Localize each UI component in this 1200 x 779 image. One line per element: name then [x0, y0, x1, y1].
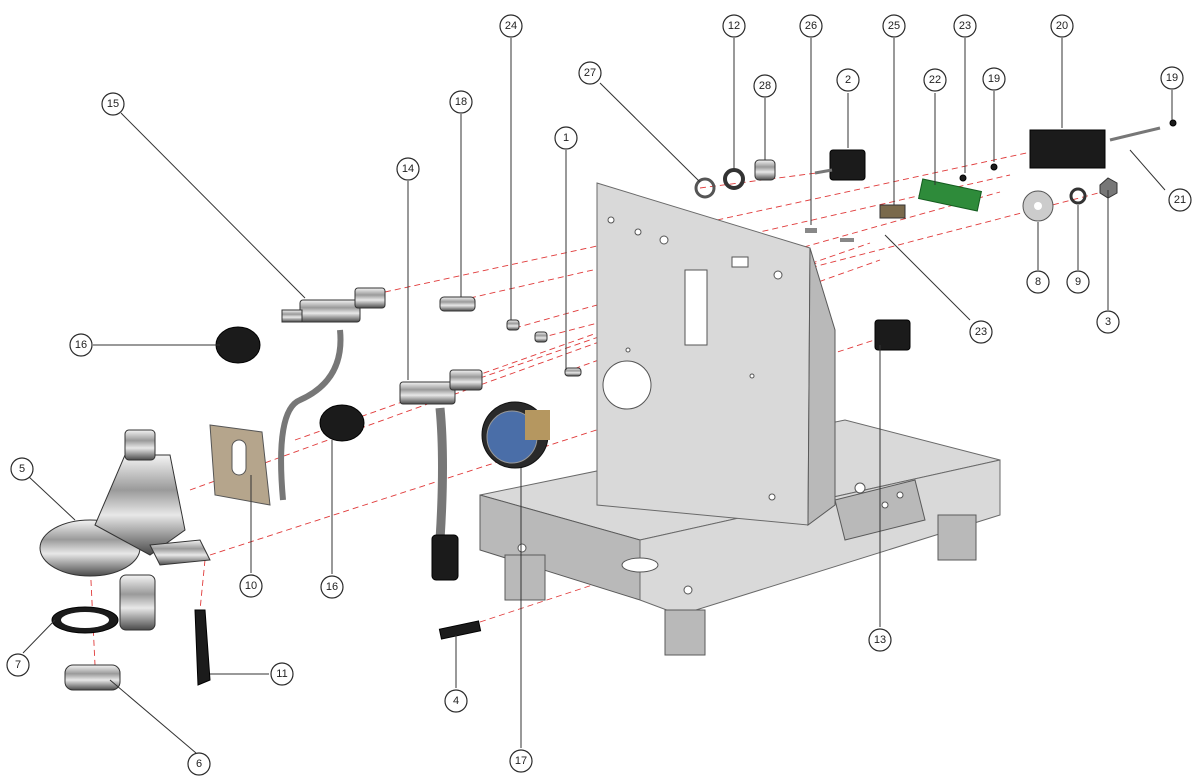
callout-2: 2	[836, 68, 860, 92]
callout-11: 11	[270, 662, 294, 686]
svg-text:5: 5	[19, 463, 25, 475]
svg-text:24: 24	[505, 20, 517, 32]
svg-text:14: 14	[402, 163, 414, 175]
leader-lines	[22, 38, 1173, 754]
svg-text:22: 22	[929, 74, 941, 86]
callout-22: 22	[923, 68, 947, 92]
svg-text:16: 16	[326, 581, 338, 593]
callout-10: 10	[239, 574, 263, 598]
callout-16a: 16	[69, 333, 93, 357]
svg-text:13: 13	[874, 634, 886, 646]
callout-8: 8	[1026, 270, 1050, 294]
svg-text:26: 26	[805, 20, 817, 32]
group-head	[39, 429, 211, 691]
callout-19a: 19	[982, 67, 1006, 91]
svg-text:19: 19	[1166, 72, 1178, 84]
callout-27: 27	[578, 61, 602, 85]
callout-7: 7	[6, 653, 30, 677]
callout-23a: 23	[953, 14, 977, 38]
svg-text:7: 7	[15, 659, 21, 671]
water-valve	[319, 369, 483, 581]
callout-28: 28	[753, 74, 777, 98]
svg-text:9: 9	[1075, 276, 1081, 288]
svg-text:17: 17	[515, 755, 527, 767]
svg-text:3: 3	[1105, 316, 1111, 328]
callout-17: 17	[509, 749, 533, 773]
svg-text:15: 15	[107, 98, 119, 110]
svg-text:4: 4	[453, 695, 459, 707]
callout-18: 18	[449, 90, 473, 114]
callout-1: 1	[554, 126, 578, 150]
callout-9: 9	[1066, 270, 1090, 294]
pressure-gauge	[481, 401, 550, 469]
callout-23b: 23	[969, 320, 993, 344]
callout-4: 4	[444, 689, 468, 713]
svg-text:2: 2	[845, 74, 851, 86]
callout-25: 25	[882, 14, 906, 38]
callout-5: 5	[10, 457, 34, 481]
callout-12: 12	[722, 14, 746, 38]
callout-6: 6	[187, 752, 211, 776]
callouts: 1 2 3 4 5 6 7 8 9 10 11 12 13 14 15 16 1…	[6, 14, 1192, 776]
svg-text:19: 19	[988, 73, 1000, 85]
back-panel	[596, 182, 836, 526]
callout-16b: 16	[320, 575, 344, 599]
svg-text:8: 8	[1035, 276, 1041, 288]
svg-text:23: 23	[959, 20, 971, 32]
svg-text:16: 16	[75, 339, 87, 351]
callout-14: 14	[396, 157, 420, 181]
svg-text:21: 21	[1174, 194, 1186, 206]
steam-valve	[215, 287, 386, 501]
svg-text:12: 12	[728, 20, 740, 32]
small-parts	[438, 119, 1177, 640]
svg-text:28: 28	[759, 80, 771, 92]
callout-20: 20	[1050, 14, 1074, 38]
svg-text:6: 6	[196, 758, 202, 770]
callout-15: 15	[101, 92, 125, 116]
svg-text:18: 18	[455, 96, 467, 108]
callout-26: 26	[799, 14, 823, 38]
svg-text:23: 23	[975, 326, 987, 338]
callout-21: 21	[1168, 188, 1192, 212]
svg-text:11: 11	[276, 668, 287, 680]
svg-text:25: 25	[888, 20, 900, 32]
callout-24: 24	[499, 14, 523, 38]
callout-3: 3	[1096, 310, 1120, 334]
svg-text:27: 27	[584, 67, 596, 79]
svg-text:20: 20	[1056, 20, 1068, 32]
svg-text:10: 10	[245, 580, 257, 592]
gasket-plate	[209, 424, 271, 506]
callout-19b: 19	[1160, 66, 1184, 90]
svg-text:1: 1	[563, 132, 569, 144]
callout-13: 13	[868, 628, 892, 652]
